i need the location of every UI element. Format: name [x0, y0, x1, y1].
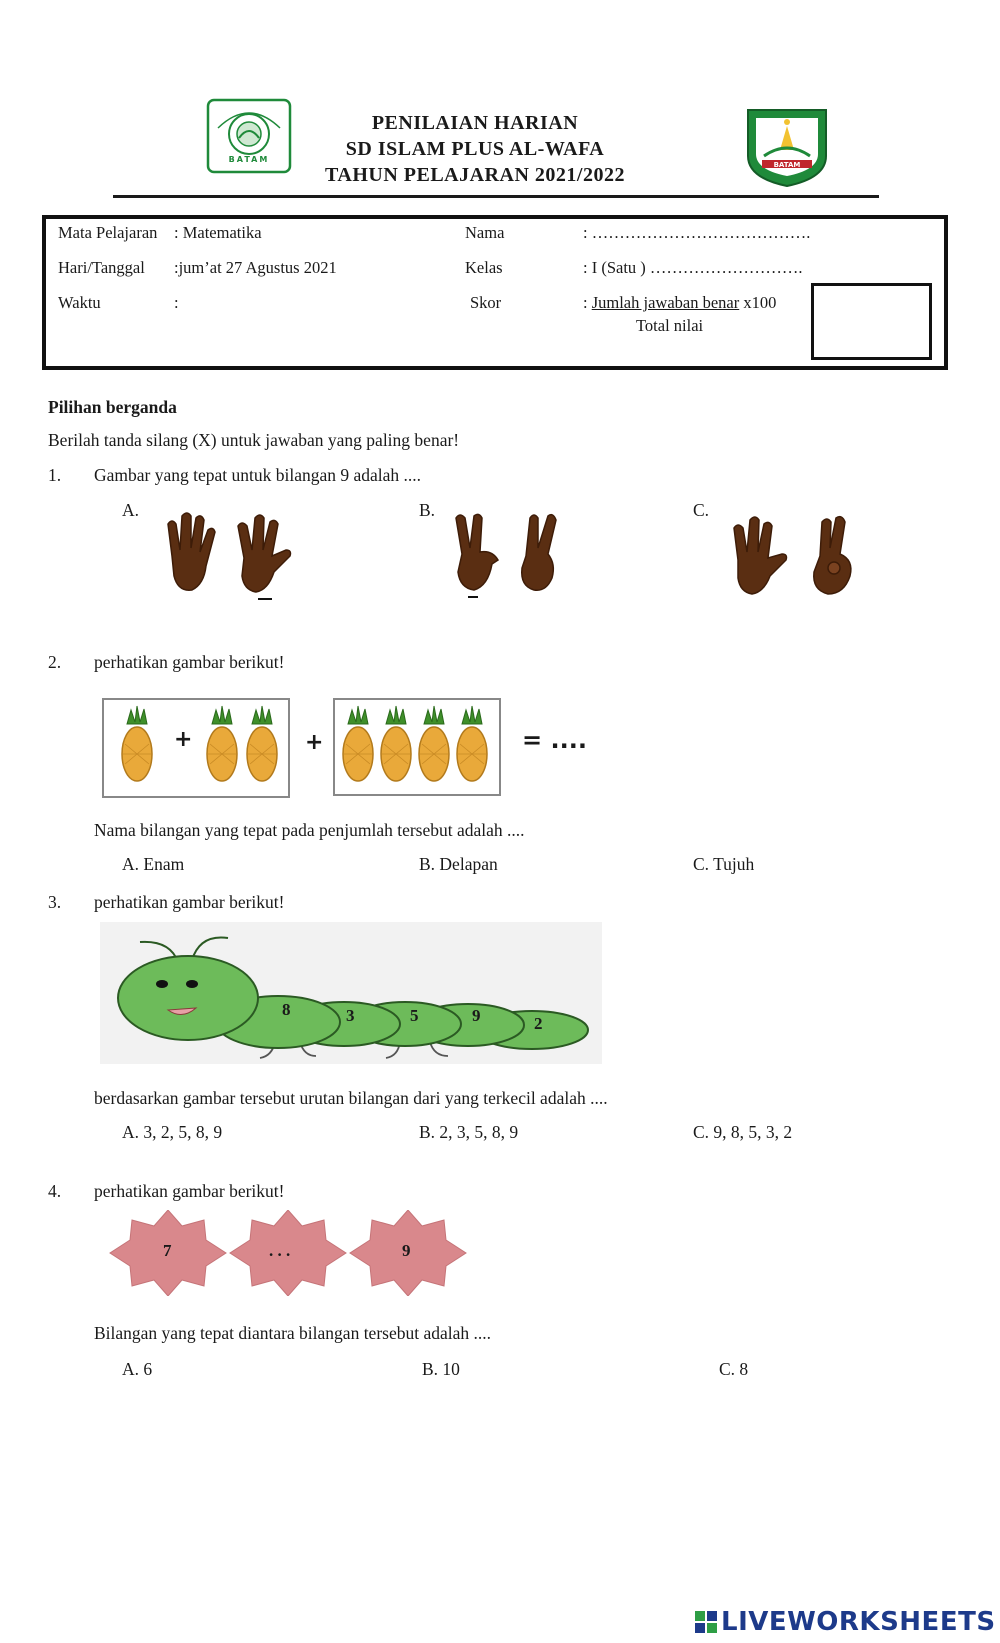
name-label: Nama	[465, 223, 505, 242]
liveworksheets-logo[interactable]: LIVEWORKSHEETS	[695, 1606, 996, 1638]
city-emblem: BATAM	[744, 106, 830, 188]
q1-number: 1.	[48, 465, 62, 485]
section-title: Pilihan berganda	[48, 397, 177, 417]
q4-option-a[interactable]: A. 6	[122, 1359, 153, 1379]
header-line-2: SD ISLAM PLUS AL-WAFA	[345, 138, 605, 160]
q1-option-c-hands[interactable]	[724, 510, 874, 605]
score-denominator: Total nilai	[636, 316, 704, 335]
score-numerator: Jumlah jawaban benar	[591, 293, 740, 312]
q1-option-b-hands[interactable]	[448, 510, 578, 605]
star-shape-3	[349, 1210, 467, 1296]
q4-option-c[interactable]: C. 8	[719, 1359, 749, 1379]
q4-star-row	[109, 1210, 467, 1296]
pineapple-6	[418, 705, 450, 782]
header-line-3: TAHUN PELAJARAN 2021/2022	[325, 164, 625, 186]
emblem-text: BATAM	[773, 161, 801, 169]
q1-option-a-hands[interactable]	[160, 510, 310, 605]
time-value: :	[174, 293, 179, 312]
q3-number: 3.	[48, 892, 62, 912]
q4-text: perhatikan gambar berikut!	[94, 1181, 285, 1201]
q3-option-a[interactable]: A. 3, 2, 5, 8, 9	[122, 1122, 223, 1142]
q2-equals: = ....	[522, 726, 587, 754]
q2-option-b[interactable]: B. Delapan	[419, 854, 498, 874]
score-formula: : Jumlah jawaban benar x100	[583, 293, 776, 313]
pineapple-3	[246, 705, 278, 782]
logo-left-bottom-text: BATAM	[228, 155, 270, 164]
pineapple-5	[380, 705, 412, 782]
caterpillar-number-1: 8	[282, 1000, 291, 1019]
school-logo: BATAM	[206, 98, 292, 174]
caterpillar-number-4: 9	[472, 1006, 481, 1025]
subject-value: : Matematika	[174, 223, 262, 242]
q2-number: 2.	[48, 652, 62, 672]
star-shape-2	[229, 1210, 347, 1296]
star-shape-1	[109, 1210, 227, 1296]
q1-option-a[interactable]: A.	[122, 500, 140, 520]
header-divider	[113, 195, 879, 198]
q2-option-a[interactable]: A. Enam	[122, 854, 185, 874]
caterpillar-number-2: 3	[346, 1006, 355, 1025]
class-field[interactable]: : I (Satu ) ……………………….	[583, 258, 803, 277]
q2-plus-1: +	[174, 727, 193, 752]
q4-option-b[interactable]: B. 10	[422, 1359, 460, 1379]
caterpillar-number-5: 2	[534, 1014, 543, 1033]
date-label: Hari/Tanggal	[58, 258, 145, 277]
score-label: Skor	[470, 293, 502, 312]
q1-option-b[interactable]: B.	[419, 500, 436, 520]
q3-text: perhatikan gambar berikut!	[94, 892, 285, 912]
star-value-1: 7	[163, 1241, 172, 1260]
subject-label: Mata Pelajaran	[58, 223, 158, 242]
q2-pineapple-illustration	[121, 705, 488, 782]
section-instruction: Berilah tanda silang (X) untuk jawaban y…	[48, 430, 460, 450]
score-suffix: x100	[739, 293, 777, 312]
q1-option-c[interactable]: C.	[693, 500, 710, 520]
time-label: Waktu	[58, 293, 101, 312]
student-info-box	[42, 215, 948, 370]
q2-option-c[interactable]: C. Tujuh	[693, 854, 755, 874]
star-value-3: 9	[402, 1241, 411, 1260]
star-value-2[interactable]: . . .	[269, 1241, 291, 1260]
header-line-1: PENILAIAN HARIAN	[371, 112, 579, 134]
q2-text: perhatikan gambar berikut!	[94, 652, 285, 672]
q3-option-b[interactable]: B. 2, 3, 5, 8, 9	[419, 1122, 519, 1142]
score-prefix: :	[583, 293, 592, 312]
class-label: Kelas	[465, 258, 503, 277]
pineapple-2	[206, 705, 238, 782]
date-value: :jum’at 27 Agustus 2021	[174, 258, 337, 277]
caterpillar-head	[117, 955, 259, 1041]
caterpillar-number-3: 5	[410, 1006, 419, 1025]
name-field[interactable]: : ………………………………….	[583, 223, 811, 242]
liveworksheets-logo-icon	[695, 1611, 717, 1633]
q3-question: berdasarkan gambar tersebut urutan bilan…	[94, 1088, 608, 1108]
liveworksheets-brand: LIVEWORKSHEETS	[721, 1607, 996, 1637]
q4-number: 4.	[48, 1181, 62, 1201]
score-box[interactable]	[811, 283, 932, 360]
q3-caterpillar-illustration: 8 3 5 9 2	[100, 922, 602, 1064]
pineapple-1	[121, 705, 153, 782]
pineapple-4	[342, 705, 374, 782]
pineapple-7	[456, 705, 488, 782]
q4-question: Bilangan yang tepat diantara bilangan te…	[94, 1323, 492, 1343]
q2-question: Nama bilangan yang tepat pada penjumlah …	[94, 820, 525, 840]
q1-text: Gambar yang tepat untuk bilangan 9 adala…	[94, 465, 422, 485]
q2-plus-2: +	[305, 730, 324, 755]
q3-option-c[interactable]: C. 9, 8, 5, 3, 2	[693, 1122, 793, 1142]
